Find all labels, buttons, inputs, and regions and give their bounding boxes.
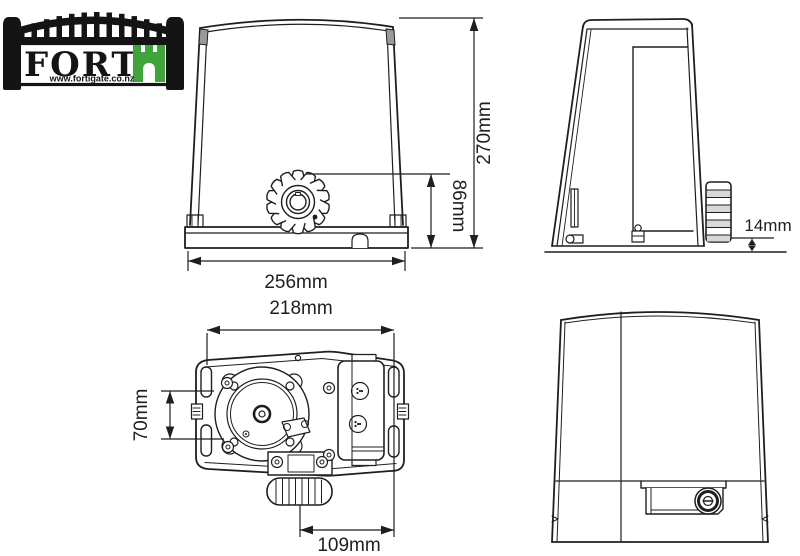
back-view xyxy=(551,311,769,543)
limit-switch-bracket xyxy=(281,417,311,438)
dimension-label-base-width: 218mm xyxy=(269,298,332,319)
dimension-pinion-offset: 109mm xyxy=(299,505,394,556)
logo-gate-post-right xyxy=(166,17,184,90)
back-housing-outline xyxy=(551,311,769,543)
base-top-hole xyxy=(294,354,302,362)
dimension-label-pinion-offset: 109mm xyxy=(317,535,380,556)
drive-pinion-gear xyxy=(264,169,332,235)
gear-mount-bar xyxy=(267,451,333,476)
dimension-label-side-clearance: 14mm xyxy=(744,216,791,235)
screw-heads xyxy=(220,376,336,469)
brand-logo: FORT www.fortigate.co.nz xyxy=(3,12,184,90)
side-view: 14mm xyxy=(544,18,792,253)
logo-castle-icon xyxy=(133,45,165,82)
gear-index-dot xyxy=(312,214,318,220)
top-view: 218mm 70mm 109mm xyxy=(131,298,410,556)
dimension-front-width: 256mm xyxy=(187,251,406,293)
side-cover-panel xyxy=(632,46,694,232)
front-rail-cap-right xyxy=(385,28,396,46)
logo-gate-arch xyxy=(6,16,181,37)
keyhole-icon xyxy=(694,487,722,515)
front-view: 256mm 270mm 86mm xyxy=(184,17,495,293)
dimension-label-pinion-height: 86mm xyxy=(448,180,469,233)
pinion-top xyxy=(266,477,333,506)
logo-gate-post-left xyxy=(3,17,21,90)
front-base-notch xyxy=(351,233,369,249)
side-roller xyxy=(565,234,584,244)
dimension-slot-spacing: 70mm xyxy=(131,389,224,442)
side-release-bolt xyxy=(631,224,645,243)
side-tab-right xyxy=(396,403,410,420)
control-box xyxy=(337,353,385,467)
dimension-base-width: 218mm xyxy=(206,298,395,537)
side-housing-outline xyxy=(551,18,705,247)
release-lock xyxy=(640,480,727,515)
dimension-front-height: 270mm xyxy=(399,17,495,249)
logo-brand-text: FORT xyxy=(24,45,139,85)
dimension-pinion-height: 86mm xyxy=(306,173,469,248)
dimension-label-front-width: 256mm xyxy=(264,272,327,293)
logo-gate-rail xyxy=(6,37,184,44)
motor-flange xyxy=(214,366,310,462)
logo-gate-pickets xyxy=(19,12,175,40)
dimension-label-front-height: 270mm xyxy=(474,101,495,164)
side-rail-strip xyxy=(570,188,579,228)
front-rail-cap-left xyxy=(198,28,209,46)
pinion-side xyxy=(705,181,732,243)
dimension-label-slot-spacing: 70mm xyxy=(131,389,152,442)
logo-website-text: www.fortigate.co.nz xyxy=(49,74,135,84)
side-tab-left xyxy=(190,403,204,420)
dimension-side-clearance: 14mm xyxy=(731,216,792,252)
